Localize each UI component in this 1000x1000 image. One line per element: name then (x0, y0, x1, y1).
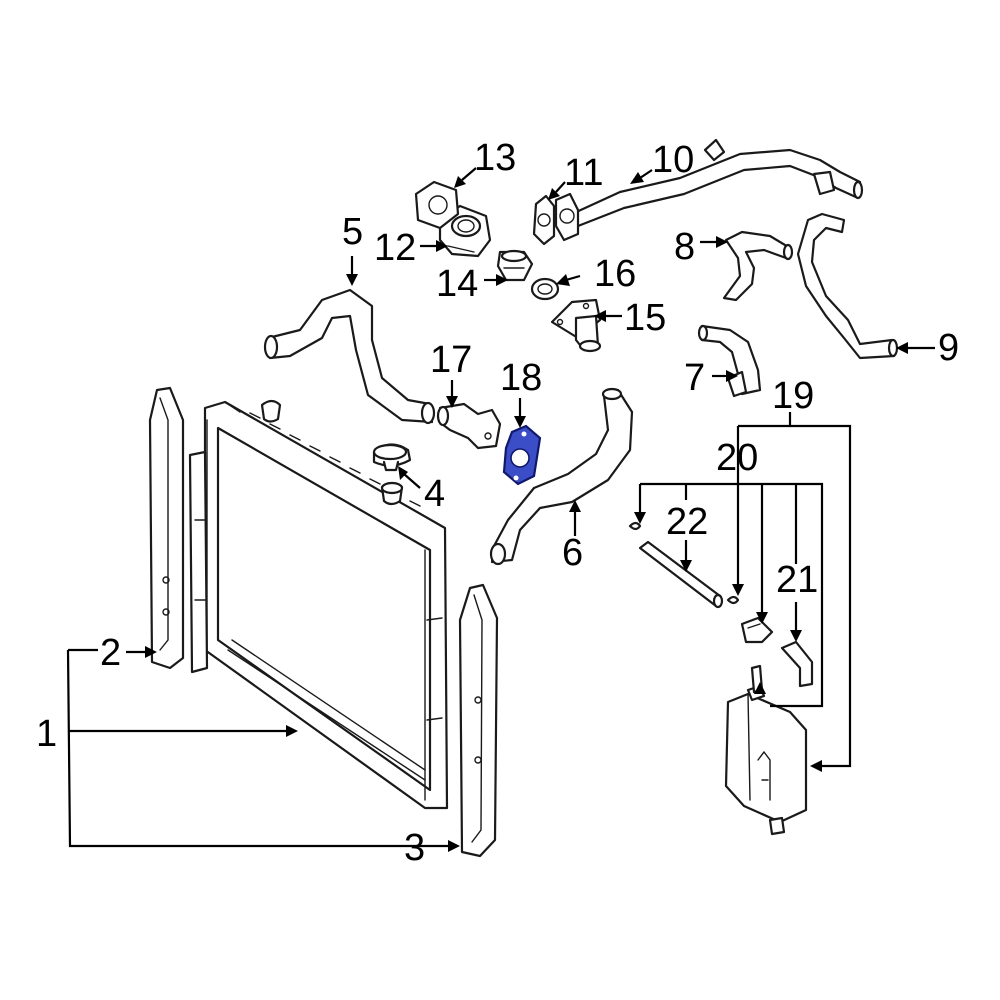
callout-12: 12 (374, 227, 416, 269)
heater-hose-long[interactable] (796, 212, 899, 360)
callout-2: 2 (100, 632, 121, 674)
pipe-gasket[interactable] (532, 192, 580, 246)
radiator-cap[interactable] (372, 443, 412, 472)
thermostat[interactable] (496, 249, 534, 282)
callout-13: 13 (474, 137, 516, 179)
radiator-support-bracket-left[interactable] (148, 386, 185, 670)
bypass-hose[interactable] (697, 324, 762, 398)
coolant-reservoir[interactable] (724, 664, 808, 836)
callout-8: 8 (674, 226, 695, 268)
heater-hose-short[interactable] (722, 230, 794, 302)
callout-19: 19 (772, 375, 814, 417)
water-outlet[interactable] (436, 402, 502, 450)
thermostat-housing-gasket[interactable] (414, 180, 460, 230)
callout-21: 21 (776, 559, 818, 601)
thermostat-seal[interactable] (530, 277, 560, 301)
water-outlet-gasket[interactable] (502, 424, 542, 486)
callout-10: 10 (652, 139, 694, 181)
callout-16: 16 (594, 253, 636, 295)
callout-22: 22 (666, 501, 708, 543)
leader-lines (66, 167, 935, 852)
callout-labels: 1 2 3 4 5 6 7 8 9 10 11 12 13 14 15 16 1… (36, 137, 959, 869)
callout-7: 7 (684, 357, 705, 399)
water-inlet[interactable] (550, 298, 602, 353)
callout-18: 18 (500, 357, 542, 399)
radiator-support-bracket-right[interactable] (458, 583, 499, 858)
callout-11: 11 (564, 152, 603, 194)
lower-radiator-hose[interactable] (489, 387, 634, 566)
callout-4: 4 (424, 473, 445, 515)
callout-17: 17 (430, 339, 472, 381)
radiator[interactable] (188, 399, 449, 810)
reservoir-hose[interactable] (628, 521, 724, 609)
water-bypass-pipe[interactable] (570, 138, 864, 228)
callout-20: 20 (716, 437, 758, 479)
callout-9: 9 (938, 327, 959, 369)
callout-1: 1 (36, 713, 57, 755)
overflow-hose[interactable] (780, 640, 814, 688)
reservoir-cap[interactable] (726, 595, 774, 644)
callout-15: 15 (624, 297, 666, 339)
callout-6: 6 (562, 532, 583, 574)
callout-14: 14 (436, 263, 478, 305)
callout-3: 3 (404, 827, 425, 869)
callout-5: 5 (342, 211, 363, 253)
upper-radiator-hose[interactable] (263, 288, 436, 425)
